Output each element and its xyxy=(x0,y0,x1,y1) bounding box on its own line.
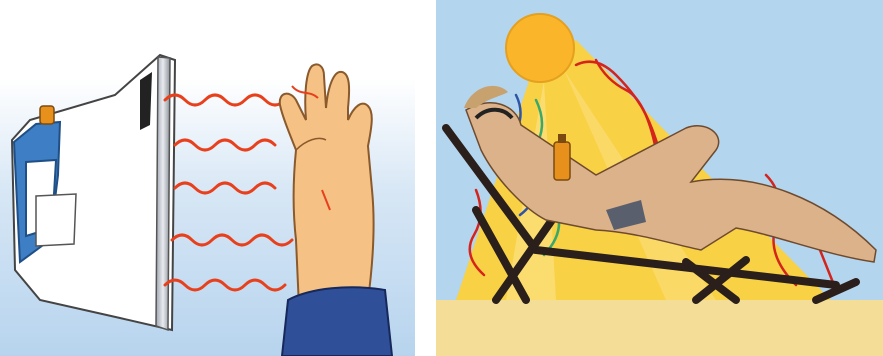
sand xyxy=(436,300,883,356)
sunscreen-bottle-icon xyxy=(554,142,570,180)
iron-heat-scene xyxy=(0,0,415,356)
sun-icon xyxy=(506,14,574,82)
iron-heat-illustration xyxy=(0,0,415,356)
sunbathing-scene xyxy=(436,0,883,356)
sunbather-illustration xyxy=(436,0,883,356)
sleeve-icon xyxy=(282,287,392,356)
